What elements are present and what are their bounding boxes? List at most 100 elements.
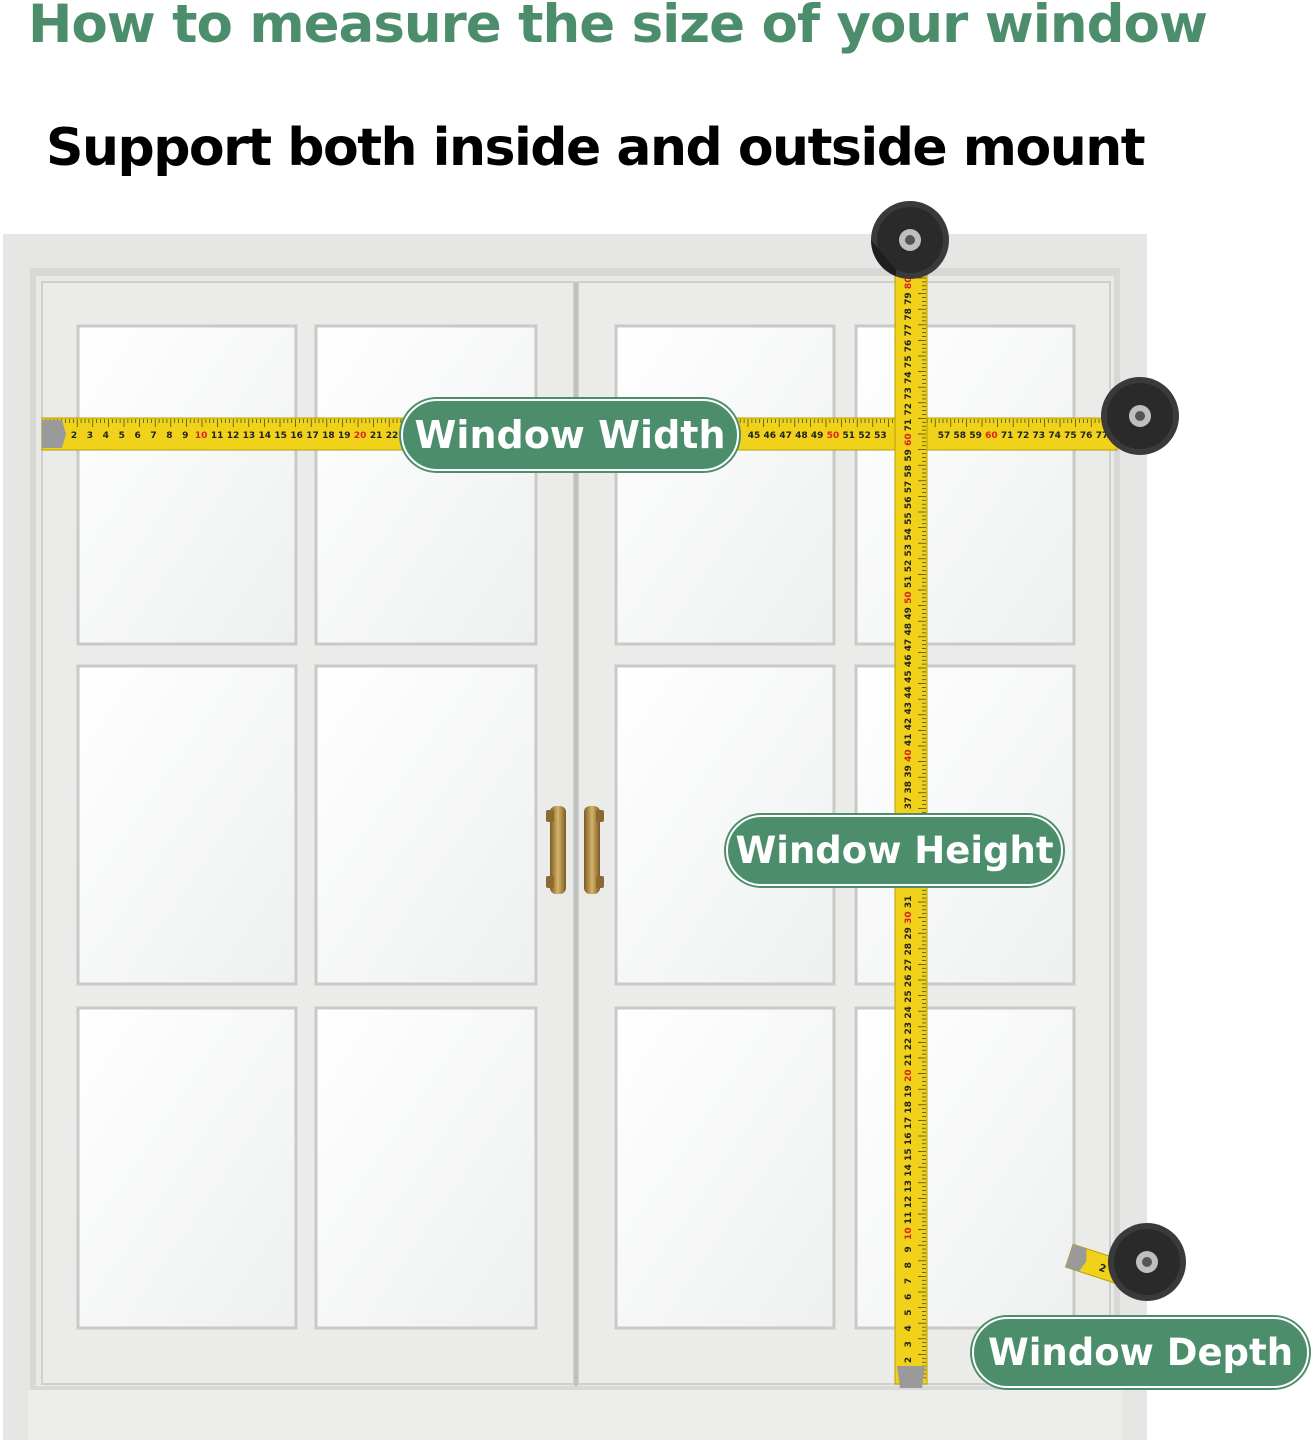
tape-number: 60 (904, 433, 914, 446)
glass-panes (76, 324, 1076, 1330)
tape-number: 24 (904, 1006, 914, 1019)
tape-number: 4 (103, 431, 109, 441)
tape-number: 49 (811, 431, 824, 441)
tape-number: 7 (904, 1278, 914, 1284)
tape-number: 21 (370, 431, 383, 441)
tape-hook (897, 1366, 925, 1388)
tape-number: 18 (322, 431, 335, 441)
tape-number: 56 (904, 497, 914, 510)
tape-number: 31 (904, 896, 914, 909)
tape-number: 15 (904, 1148, 914, 1161)
tape-number: 77 (1096, 431, 1109, 441)
tape-measure-icon (871, 201, 949, 279)
tape-number: 3 (904, 1341, 914, 1347)
tape-measure-icon (1101, 377, 1179, 455)
tape-number: 78 (904, 308, 914, 321)
tape-number: 5 (119, 431, 125, 441)
depth-tape-number: 2 (1097, 1263, 1107, 1276)
tape-number: 10 (195, 431, 208, 441)
tape-number: 59 (969, 431, 982, 441)
tape-number: 54 (904, 528, 914, 541)
glass-pane (314, 324, 538, 646)
tape-number: 19 (904, 1085, 914, 1098)
tape-number: 19 (338, 431, 351, 441)
tape-number: 50 (904, 591, 914, 604)
tape-number: 4 (904, 1325, 914, 1331)
tape-number: 29 (904, 927, 914, 940)
tape-number: 17 (904, 1117, 914, 1130)
tape-number: 75 (1064, 431, 1077, 441)
tape-number: 76 (904, 340, 914, 353)
window-width-label: Window Width (401, 399, 739, 471)
tape-number: 60 (985, 431, 998, 441)
tape-number: 51 (843, 431, 856, 441)
tape-number: 23 (904, 1022, 914, 1035)
tape-number: 10 (904, 1227, 914, 1240)
tape-number: 52 (904, 560, 914, 573)
tape-number: 28 (904, 943, 914, 956)
tape-number: 12 (227, 431, 240, 441)
tape-number: 71 (1001, 431, 1014, 441)
tape-number: 47 (779, 431, 792, 441)
tape-number: 5 (904, 1309, 914, 1315)
tape-number: 45 (904, 670, 914, 683)
window-depth-label: Window Depth (972, 1317, 1309, 1388)
tape-number: 79 (904, 292, 914, 305)
tape-number: 21 (904, 1054, 914, 1067)
tape-number: 22 (904, 1038, 914, 1051)
tape-number: 51 (904, 576, 914, 589)
tape-number: 14 (259, 431, 272, 441)
tape-number: 27 (904, 959, 914, 972)
door-handle-icon (546, 806, 604, 894)
height-tape-ticks (918, 277, 926, 1379)
tape-number: 52 (858, 431, 871, 441)
tape-number: 30 (904, 911, 914, 924)
tape-number: 2 (71, 431, 77, 441)
tape-number: 48 (904, 623, 914, 636)
tape-hook (42, 420, 66, 448)
tape-number: 74 (1048, 431, 1061, 441)
tape-number: 57 (904, 481, 914, 494)
tape-number: 20 (904, 1069, 914, 1082)
tape-number: 2 (904, 1357, 914, 1363)
tape-number: 49 (904, 607, 914, 620)
glass-pane (76, 664, 298, 986)
tape-number: 39 (904, 765, 914, 778)
glass-pane (76, 1006, 298, 1330)
tape-number: 13 (904, 1180, 914, 1193)
page-title: How to measure the size of your window (28, 0, 1208, 55)
tape-number: 16 (290, 431, 303, 441)
tape-number: 7 (150, 431, 156, 441)
tape-number: 11 (904, 1212, 914, 1225)
window-sill (28, 1390, 1122, 1440)
tape-number: 15 (274, 431, 287, 441)
tape-number: 72 (904, 403, 914, 416)
glass-pane (854, 324, 1076, 646)
tape-number: 9 (182, 431, 188, 441)
tape-number: 80 (904, 277, 914, 290)
tape-number: 22 (386, 431, 399, 441)
tape-number: 14 (904, 1164, 914, 1177)
tape-number: 17 (306, 431, 319, 441)
tape-number: 8 (904, 1262, 914, 1268)
tape-number: 46 (764, 431, 777, 441)
tape-number: 6 (904, 1294, 914, 1300)
tape-number: 73 (1033, 431, 1046, 441)
tape-number: 13 (243, 431, 256, 441)
tape-number: 55 (904, 512, 914, 525)
tape-number: 44 (904, 686, 914, 699)
tape-number: 37 (904, 797, 914, 810)
tape-number: 58 (954, 431, 967, 441)
tape-measure-icon (1108, 1223, 1186, 1301)
tape-number: 50 (827, 431, 840, 441)
tape-number: 72 (1017, 431, 1030, 441)
tape-number: 41 (904, 734, 914, 747)
page-subtitle: Support both inside and outside mount (46, 118, 1146, 178)
tape-number: 9 (904, 1246, 914, 1252)
tape-number: 38 (904, 781, 914, 794)
tape-number: 11 (211, 431, 224, 441)
tape-number: 71 (904, 419, 914, 432)
glass-pane (854, 1006, 1076, 1330)
tape-number: 6 (134, 431, 140, 441)
